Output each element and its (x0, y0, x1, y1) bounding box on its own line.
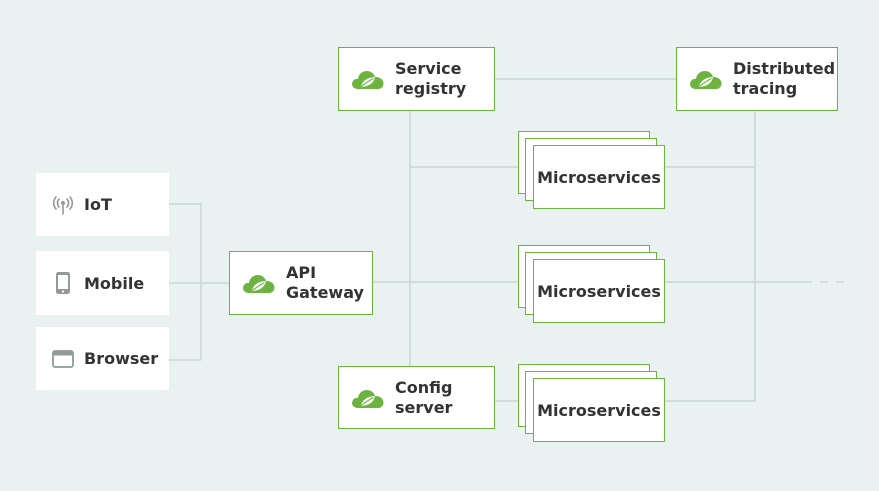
microservices-label: Microservices (537, 400, 661, 420)
browser-window-icon (52, 346, 74, 372)
api-gateway-label: API Gateway (286, 263, 364, 302)
microservices-card: Microservices (533, 145, 665, 209)
microservices-label: Microservices (537, 281, 661, 301)
iot-connector (169, 203, 202, 360)
client-label: IoT (84, 195, 112, 214)
microservices-card: Microservices (533, 259, 665, 323)
iot-antenna-icon (52, 192, 74, 218)
client-mobile: Mobile (36, 251, 169, 315)
api-gateway-box: API Gateway (229, 251, 373, 315)
spring-leaf-icon (350, 383, 386, 413)
spring-leaf-icon (241, 268, 277, 298)
service-registry-label: Service registry (395, 59, 467, 98)
spring-leaf-icon (688, 64, 724, 94)
client-iot: IoT (36, 173, 169, 236)
client-browser: Browser (36, 327, 169, 390)
distributed-tracing-label: Distributed tracing (733, 59, 836, 98)
client-label: Browser (84, 349, 159, 368)
microservices-label: Microservices (537, 167, 661, 187)
distributed-tracing-box: Distributed tracing (676, 47, 838, 111)
mobile-phone-icon (52, 270, 74, 296)
microservices-card: Microservices (533, 378, 665, 442)
service-registry-box: Service registry (338, 47, 495, 111)
client-label: Mobile (84, 273, 145, 293)
config-server-label: Config server (395, 377, 453, 417)
config-server-box: Config server (338, 366, 495, 429)
spring-leaf-icon (350, 64, 386, 94)
